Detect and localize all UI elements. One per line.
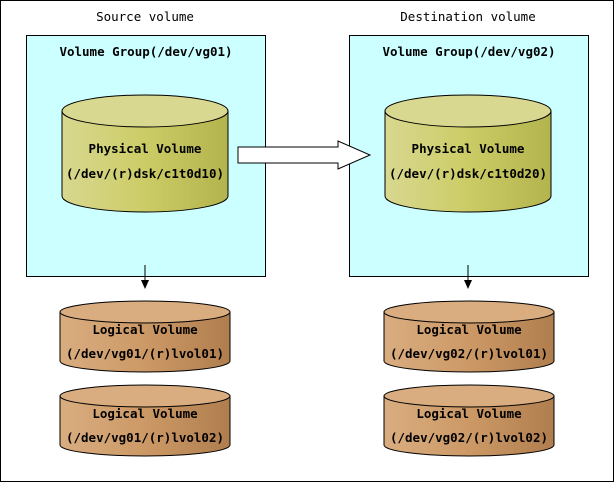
copy-direction-arrow — [237, 140, 372, 170]
destination-volume-title: Destination volume — [400, 9, 536, 24]
destination-down-arrow — [464, 265, 472, 289]
source-logical-volume-1-device: (/dev/vg01/(r)lvol01) — [66, 346, 224, 361]
destination-volume-group-label: Volume Group(/dev/vg02) — [382, 44, 556, 59]
destination-physical-volume-device: (/dev/(r)dsk/c1t0d20) — [389, 166, 547, 181]
source-logical-volume-1-cylinder: Logical Volume (/dev/vg01/(r)lvol01) — [59, 300, 231, 373]
source-volume-group-label: Volume Group(/dev/vg01) — [59, 44, 233, 59]
source-logical-volume-2-cylinder: Logical Volume (/dev/vg01/(r)lvol02) — [59, 384, 231, 457]
source-physical-volume-cylinder: Physical Volume (/dev/(r)dsk/c1t0d10) — [61, 94, 229, 213]
source-physical-volume-name: Physical Volume — [89, 141, 202, 156]
source-physical-volume-device: (/dev/(r)dsk/c1t0d10) — [66, 166, 224, 181]
source-logical-volume-1-name: Logical Volume — [92, 322, 198, 337]
destination-physical-volume-cylinder: Physical Volume (/dev/(r)dsk/c1t0d20) — [384, 94, 552, 213]
destination-logical-volume-1-cylinder: Logical Volume (/dev/vg02/(r)lvol01) — [383, 300, 555, 373]
destination-logical-volume-2-name: Logical Volume — [416, 406, 522, 421]
destination-logical-volume-1-device: (/dev/vg02/(r)lvol01) — [390, 346, 548, 361]
destination-logical-volume-2-device: (/dev/vg02/(r)lvol02) — [390, 430, 548, 445]
destination-logical-volume-2-cylinder: Logical Volume (/dev/vg02/(r)lvol02) — [383, 384, 555, 457]
source-down-arrow — [141, 265, 149, 289]
source-logical-volume-2-device: (/dev/vg01/(r)lvol02) — [66, 430, 224, 445]
source-logical-volume-2-name: Logical Volume — [92, 406, 198, 421]
source-volume-title: Source volume — [96, 9, 194, 24]
destination-physical-volume-name: Physical Volume — [412, 141, 525, 156]
destination-logical-volume-1-name: Logical Volume — [416, 322, 522, 337]
